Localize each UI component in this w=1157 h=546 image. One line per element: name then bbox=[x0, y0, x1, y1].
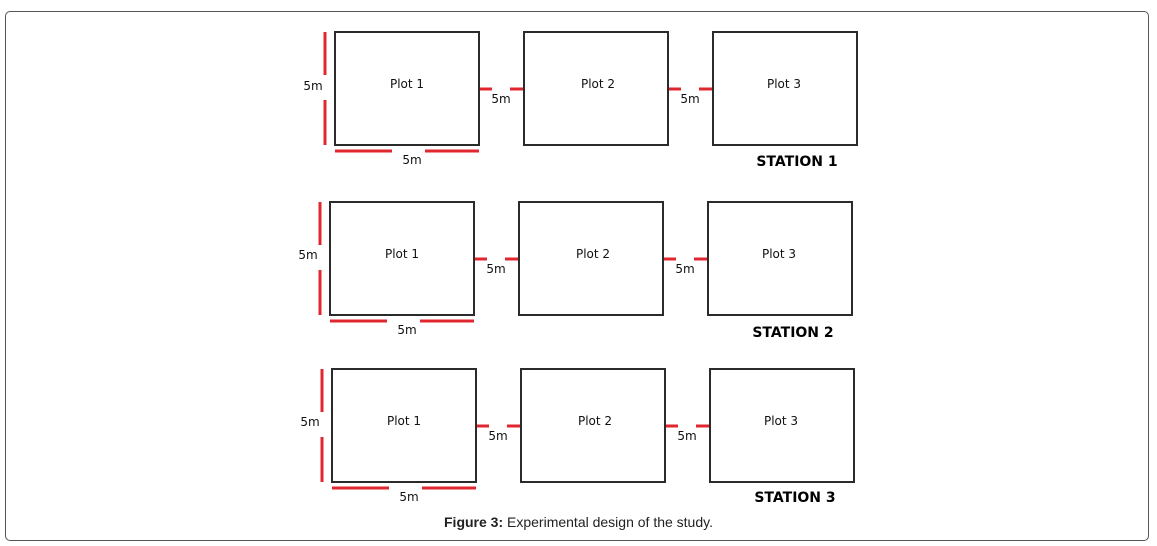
station-1: Plot 1 Plot 2 Plot 3 5m 5m 5m 5m STATION… bbox=[303, 31, 858, 170]
gap-dimension-label: 5m bbox=[491, 92, 510, 106]
plot-label: Plot 3 bbox=[762, 247, 796, 261]
height-dimension-label: 5m bbox=[300, 415, 319, 429]
plot-label: Plot 3 bbox=[764, 414, 798, 428]
plot-label: Plot 3 bbox=[767, 77, 801, 91]
station-label: STATION 3 bbox=[754, 490, 835, 506]
height-dimension-label: 5m bbox=[303, 79, 322, 93]
station-2: Plot 1 Plot 2 Plot 3 5m 5m 5m 5m STATION… bbox=[298, 201, 853, 341]
plot-label: Plot 1 bbox=[387, 414, 421, 428]
station-1-plot-1 bbox=[334, 31, 480, 146]
figure-caption: Figure 3: Experimental design of the stu… bbox=[0, 514, 1157, 530]
width-dimension-label: 5m bbox=[397, 323, 416, 337]
caption-text: Experimental design of the study. bbox=[507, 514, 713, 530]
gap-dimension-label: 5m bbox=[677, 429, 696, 443]
station-1-plot-3 bbox=[712, 31, 858, 146]
station-1-plot-2 bbox=[523, 31, 669, 146]
caption-lead: Figure 3: bbox=[444, 514, 504, 530]
plot-label: Plot 2 bbox=[576, 247, 610, 261]
plot-label: Plot 2 bbox=[578, 414, 612, 428]
station-3: Plot 1 Plot 2 Plot 3 5m 5m 5m 5m STATION… bbox=[300, 368, 855, 506]
station-2-plot-3 bbox=[707, 201, 853, 316]
width-dimension-label: 5m bbox=[402, 153, 421, 167]
gap-dimension-label: 5m bbox=[680, 92, 699, 106]
plot-label: Plot 1 bbox=[390, 77, 424, 91]
station-3-plot-2 bbox=[520, 368, 666, 483]
gap-dimension-label: 5m bbox=[486, 262, 505, 276]
station-2-plot-1 bbox=[329, 201, 475, 316]
station-label: STATION 2 bbox=[752, 325, 833, 341]
gap-dimension-label: 5m bbox=[675, 262, 694, 276]
width-dimension-label: 5m bbox=[399, 490, 418, 504]
plot-label: Plot 1 bbox=[385, 247, 419, 261]
height-dimension-label: 5m bbox=[298, 248, 317, 262]
plot-label: Plot 2 bbox=[581, 77, 615, 91]
station-3-plot-3 bbox=[709, 368, 855, 483]
station-2-plot-2 bbox=[518, 201, 664, 316]
gap-dimension-label: 5m bbox=[488, 429, 507, 443]
station-3-plot-1 bbox=[331, 368, 477, 483]
station-label: STATION 1 bbox=[756, 154, 837, 170]
